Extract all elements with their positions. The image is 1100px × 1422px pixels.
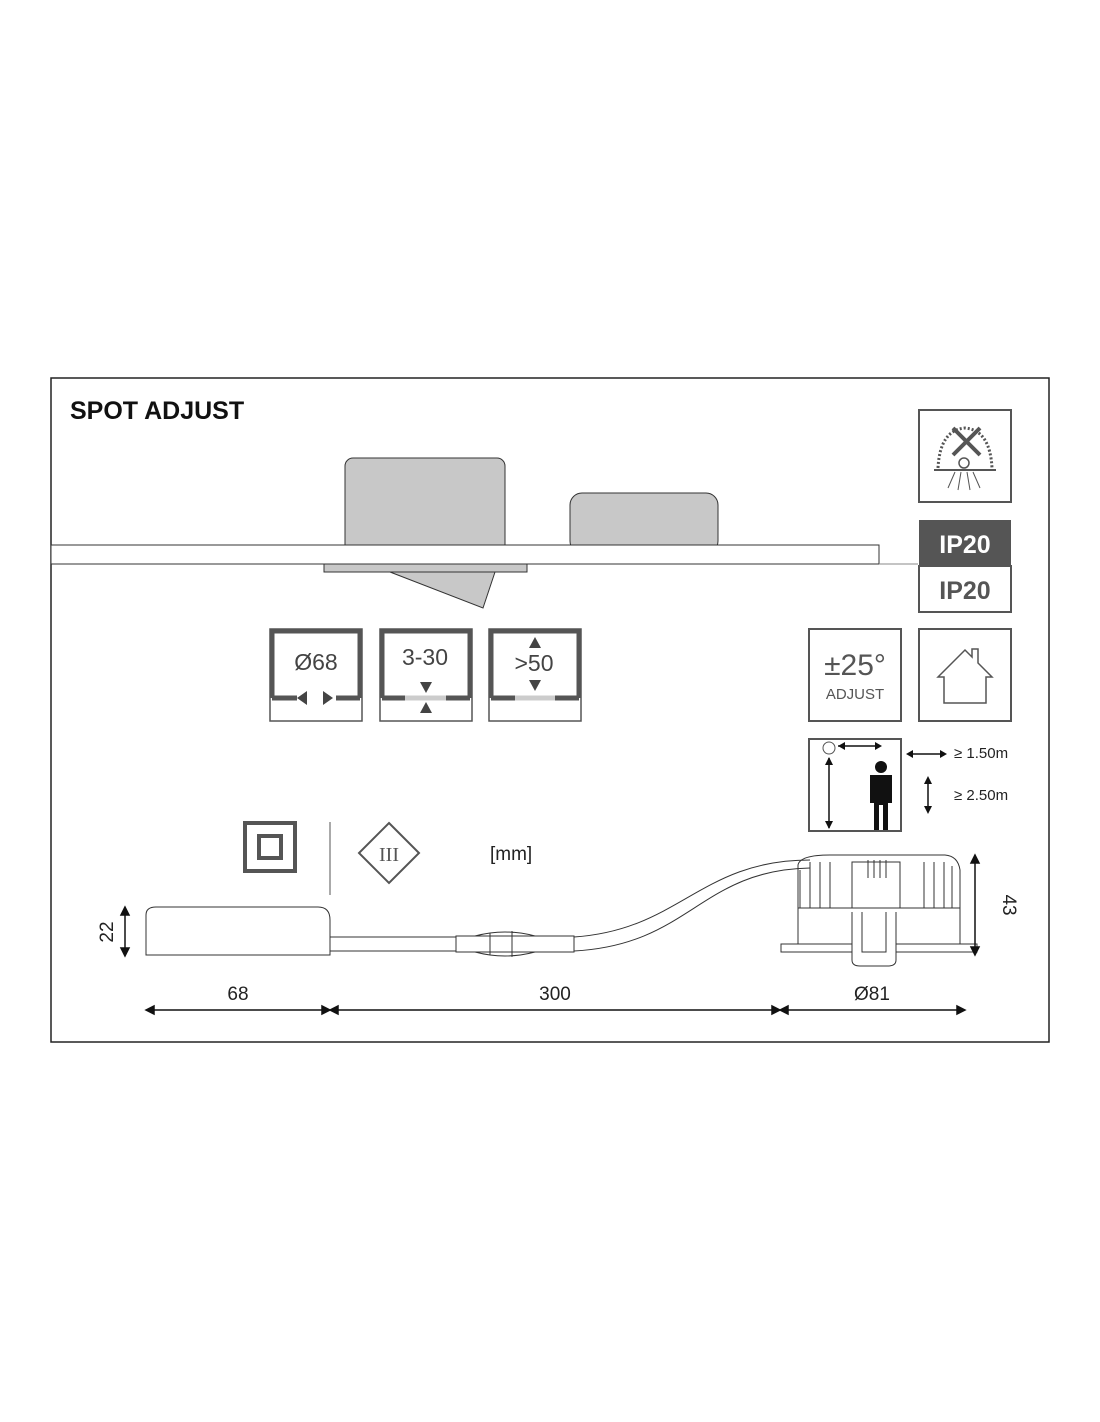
installation-depth-icon: >50: [488, 628, 582, 722]
side-distance-value: ≥ 1.50m: [954, 745, 1008, 762]
dimension-lines: [119, 853, 981, 1016]
protection-class-ii-icon: [243, 821, 297, 873]
safety-class-value: III: [379, 844, 399, 866]
ip-rating-top: IP20: [939, 531, 990, 559]
safety-class-iii-icon: III: [357, 821, 421, 885]
cutout-diameter-value: Ø68: [294, 649, 337, 675]
adjust-label: ADJUST: [826, 686, 884, 703]
ceiling-thickness-icon: 3-30: [379, 628, 473, 722]
product-dimension-drawing: [145, 854, 978, 967]
cable-length-label: 300: [539, 984, 571, 1005]
unit-label: [mm]: [490, 844, 532, 865]
ip-rating-bottom: IP20: [939, 577, 990, 605]
ip-rating-icon: IP20 IP20: [918, 520, 1012, 613]
height-distance-value: ≥ 2.50m: [954, 787, 1008, 804]
driver-length-label: 68: [227, 984, 248, 1005]
minimum-distance-icon: ≥ 1.50m ≥ 2.50m: [808, 738, 1008, 832]
ceiling-thickness-value: 3-30: [402, 644, 448, 670]
title: SPOT ADJUST: [70, 397, 244, 425]
adjust-angle-value: ±25°: [824, 649, 886, 682]
no-insulation-cover-icon: [918, 409, 1012, 503]
cutout-diameter-icon: Ø68: [269, 628, 363, 722]
frame: [50, 377, 1050, 1043]
indoor-house-icon: [918, 628, 1012, 722]
spot-height-label: 43: [998, 894, 1019, 915]
spot-diameter-label: Ø81: [854, 984, 890, 1005]
adjust-angle-icon: ±25° ADJUST: [808, 628, 902, 722]
driver-height-label: 22: [97, 921, 118, 942]
ceiling-installation-drawing: [50, 457, 918, 609]
installation-depth-value: >50: [514, 650, 553, 676]
